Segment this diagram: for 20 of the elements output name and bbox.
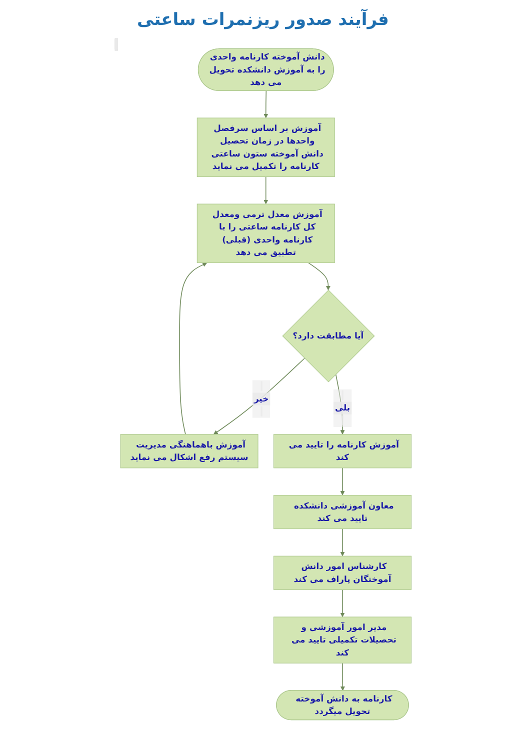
node-box: آموزش کارنامه را تایید می کند	[274, 434, 412, 468]
node-box: کارشناس امور دانش آموختگان پاراف می کند	[274, 556, 412, 590]
node-box: آموزش معدل ترمی ومعدل کل کارنامه ساعتی را با کارنامه واحدی (قبلی) تطبیق می دهد	[196, 204, 335, 264]
arrow	[264, 176, 268, 204]
node-box: معاون آموزشی دانشکده تایید می کند	[274, 494, 412, 530]
edge-label: بلی	[334, 402, 350, 413]
arrow	[179, 262, 208, 435]
node-diamond: آیا مطابقت دارد؟	[282, 290, 375, 382]
arrow	[213, 358, 305, 435]
node-box: آموزش باهماهنگی مدیریت سیستم رفع اشکال می نماید	[120, 434, 258, 468]
arrow	[264, 90, 268, 118]
arrow	[340, 468, 345, 496]
arrow	[340, 662, 345, 691]
arrow	[308, 262, 331, 290]
diagram-title: فرآیند صدور ریزنمرات ساعتی	[136, 10, 390, 30]
edge-label: خیر	[254, 394, 269, 404]
node-box: مدیر امور آموزشی و تحصیلات تکمیلی تایید می کند	[274, 616, 412, 664]
node-box: آموزش بر اساس سرفصل واحدها در زمان تحصیل دانش آموخته ستون ساعتی کارنامه را تکمیل می نماید	[196, 118, 335, 177]
arrow	[340, 589, 345, 618]
arrow	[340, 528, 345, 556]
